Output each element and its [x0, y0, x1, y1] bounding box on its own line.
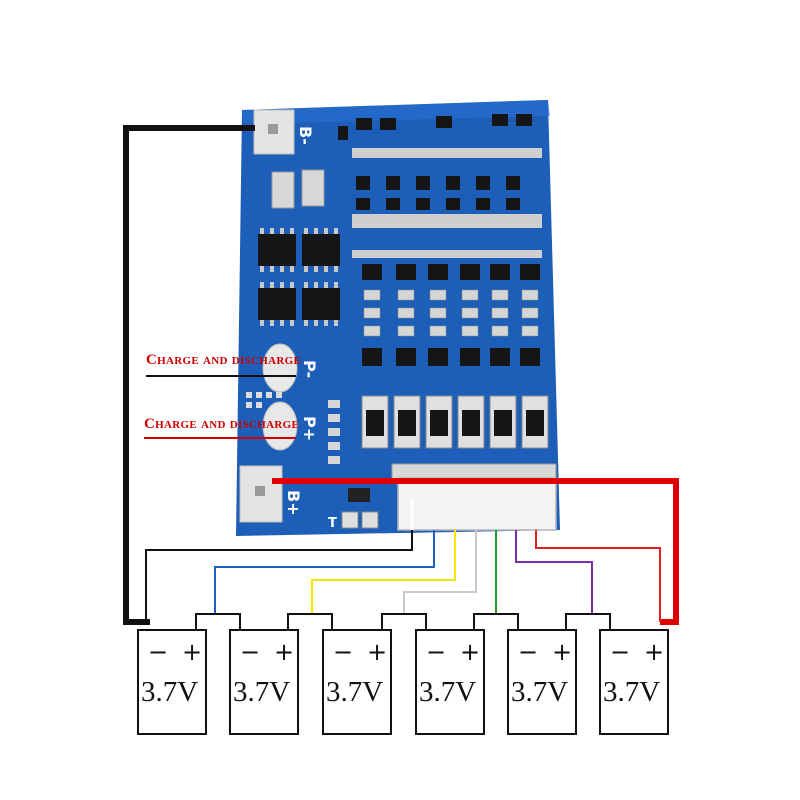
battery-cell: − + 3.7V: [137, 629, 207, 735]
positive-wire: [272, 478, 679, 625]
balance-wire-6: [535, 530, 661, 622]
balance-wire-0: [145, 530, 413, 622]
b-plus-hole: [255, 486, 265, 496]
callout-top: Charge and discharge: [146, 352, 301, 377]
thermistor: [348, 488, 370, 502]
battery-minus-sign: −: [426, 638, 446, 666]
p-minus-label: P-: [300, 360, 319, 378]
balance-connector: [397, 477, 557, 531]
battery-cell: − + 3.7V: [507, 629, 577, 735]
shunt-resistors: [361, 395, 549, 449]
top-transistors: [338, 114, 532, 140]
battery-plus-sign: +: [274, 638, 294, 666]
battery-plus-sign: +: [182, 638, 202, 666]
balance-wire-3: [403, 530, 477, 614]
pcb-board: B- P- P+ B+ T: [236, 100, 560, 536]
balance-wire-5: [515, 530, 593, 614]
battery-plus-sign: +: [552, 638, 572, 666]
battery-voltage: 3.7V: [233, 676, 290, 708]
battery-cell: − + 3.7V: [599, 629, 669, 735]
battery-minus-sign: −: [610, 638, 630, 666]
battery-minus-sign: −: [148, 638, 168, 666]
battery-voltage: 3.7V: [419, 676, 476, 708]
balance-wire-1: [214, 530, 435, 614]
battery-pack: − + 3.7V − + 3.7V − + 3.7V − + 3.7V − + …: [137, 629, 669, 735]
negative-wire: [123, 125, 255, 625]
series-link-1: [195, 613, 241, 630]
battery-cell: − + 3.7V: [322, 629, 392, 735]
battery-minus-sign: −: [333, 638, 353, 666]
battery-cell: − + 3.7V: [415, 629, 485, 735]
battery-minus-sign: −: [240, 638, 260, 666]
wires: [123, 125, 679, 630]
battery-voltage: 3.7V: [603, 676, 660, 708]
t-pad-1: [341, 511, 359, 529]
series-link-4: [473, 613, 519, 630]
series-link-2: [287, 613, 333, 630]
battery-voltage: 3.7V: [141, 676, 198, 708]
t-pad-2: [361, 511, 379, 529]
capacitor-2: [301, 169, 325, 207]
small-resistors-left: [328, 400, 340, 464]
callout-top-text: Charge and discharge: [146, 352, 301, 368]
pcb-highlight: [242, 100, 550, 124]
b-minus-label: B-: [296, 126, 315, 145]
series-link-5: [565, 613, 611, 630]
callout-bottom-text: Charge and discharge: [144, 416, 299, 432]
battery-plus-sign: +: [367, 638, 387, 666]
component-grid: [328, 148, 549, 464]
capacitor-1: [271, 171, 295, 209]
battery-voltage: 3.7V: [511, 676, 568, 708]
battery-plus-sign: +: [644, 638, 664, 666]
battery-cell: − + 3.7V: [229, 629, 299, 735]
battery-plus-sign: +: [460, 638, 480, 666]
mosfet-chips: [258, 228, 340, 326]
series-link-3: [381, 613, 427, 630]
pad-jumper-dots: [246, 392, 282, 408]
battery-minus-sign: −: [518, 638, 538, 666]
balance-wire-2: [311, 530, 456, 614]
callout-bottom: Charge and discharge: [144, 416, 299, 439]
b-minus-hole: [268, 124, 278, 134]
t-label: T: [328, 516, 337, 531]
p-plus-label: P+: [300, 416, 319, 441]
b-plus-label: B+: [284, 490, 303, 516]
battery-voltage: 3.7V: [326, 676, 383, 708]
